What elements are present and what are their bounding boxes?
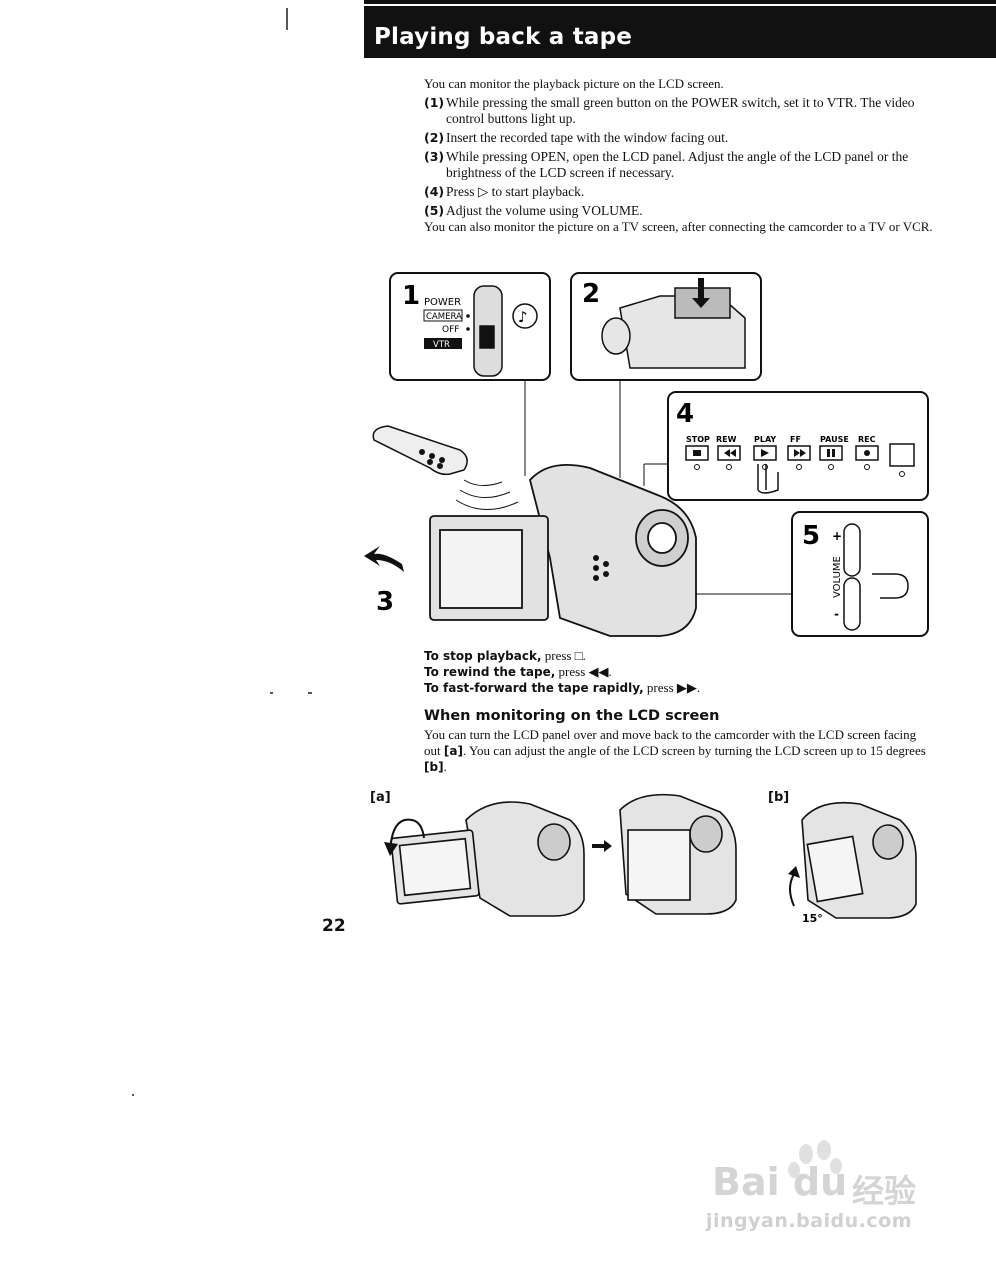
page-title: Playing back a tape — [374, 24, 633, 50]
volume-minus: - — [834, 607, 839, 621]
button-label-rec: REC — [858, 435, 876, 444]
baidu-paw-logo — [788, 1140, 842, 1178]
control-instructions: To stop playback, press □. To rewind the… — [424, 648, 700, 696]
intro-text: You can monitor the playback picture on … — [424, 76, 724, 91]
step-1: (1)While pressing the small green button… — [424, 95, 915, 126]
volume-label: VOLUME — [832, 556, 843, 598]
subsection-text: You can turn the LCD panel over and move… — [424, 727, 926, 774]
step-5: (5)Adjust the volume using VOLUME. — [424, 203, 643, 218]
step-3: (3)While pressing OPEN, open the LCD pan… — [424, 149, 909, 180]
button-label-ff: FF — [790, 435, 801, 444]
off-label: OFF — [442, 325, 459, 335]
power-label: POWER — [424, 297, 461, 308]
fast-forward-instruction: To fast-forward the tape rapidly, press … — [424, 680, 701, 695]
scan-speck — [270, 692, 273, 694]
button-label-pause: PAUSE — [820, 435, 849, 444]
step-number-1: 1 — [402, 281, 420, 311]
scan-mark — [286, 8, 288, 30]
svg-text:♪: ♪ — [518, 308, 528, 326]
figure-label-a: [a] — [370, 790, 391, 805]
button-label-rew: REW — [716, 435, 737, 444]
watermark-url: jingyan.baidu.com — [706, 1210, 912, 1232]
section-header: Playing back a tape — [364, 0, 996, 58]
stop-instruction: To stop playback, press □. — [424, 648, 586, 663]
step-number-5: 5 — [802, 521, 820, 551]
watermark-cn: 经验 — [852, 1172, 917, 1210]
camera-label: CAMERA — [426, 312, 462, 322]
scan-speck — [308, 692, 312, 694]
step-2: (2)Insert the recorded tape with the win… — [424, 130, 729, 145]
after-steps-text: You can also monitor the picture on a TV… — [424, 219, 933, 234]
button-label-stop: STOP — [686, 435, 710, 444]
figure-label-b: [b] — [768, 790, 790, 805]
angle-label: 15° — [802, 912, 823, 925]
step-number-3: 3 — [376, 587, 394, 617]
volume-plus: + — [832, 529, 842, 543]
step-number-4: 4 — [676, 399, 694, 429]
subsection-title: When monitoring on the LCD screen — [424, 708, 720, 724]
vtr-label: VTR — [433, 340, 450, 350]
watermark-brand: Bai du — [712, 1160, 848, 1204]
step-4: (4)Press ▷ to start playback. — [424, 184, 585, 199]
step-number-2: 2 — [582, 279, 600, 309]
playback-illustration: 1 POWER CAMERA OFF VTR ♪ 2 4 STOP REW PL… — [364, 272, 929, 637]
button-label-play: PLAY — [754, 435, 776, 444]
lcd-monitoring-illustration: 15° — [384, 793, 917, 925]
intro-block: You can monitor the playback picture on … — [424, 76, 944, 235]
page-number: 22 — [322, 916, 346, 936]
scan-speck — [132, 1094, 134, 1096]
rewind-instruction: To rewind the tape, press ◀◀. — [424, 664, 612, 679]
